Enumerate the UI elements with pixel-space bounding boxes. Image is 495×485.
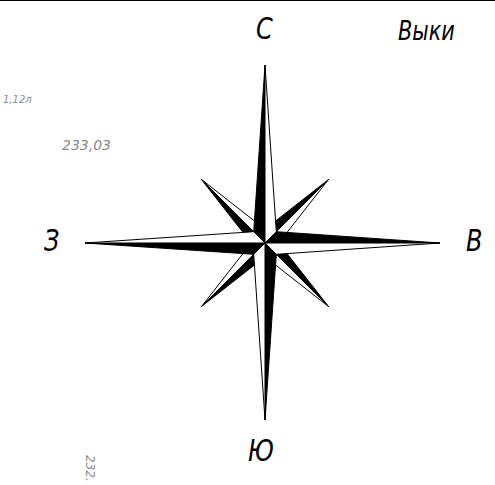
west-label: З — [44, 226, 59, 256]
north-label: С — [256, 14, 273, 44]
elevation-mark: 233,03 — [62, 138, 111, 152]
title-fragment: Выки — [398, 18, 455, 44]
south-label: Ю — [248, 436, 274, 466]
east-label: В — [466, 226, 482, 256]
elevation-mark: 1,12л — [3, 95, 32, 105]
elevation-mark: 232. — [84, 455, 96, 482]
